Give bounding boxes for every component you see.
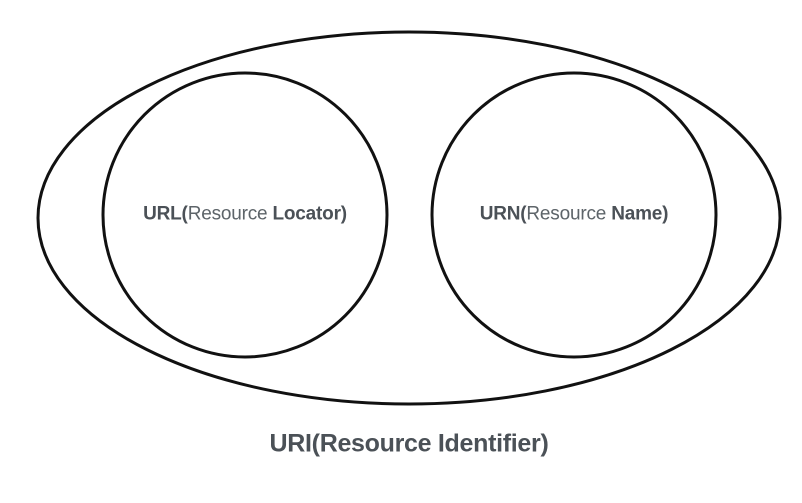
uri-outer-ellipse xyxy=(36,30,782,406)
url-circle xyxy=(101,71,389,359)
urn-circle xyxy=(430,71,718,359)
